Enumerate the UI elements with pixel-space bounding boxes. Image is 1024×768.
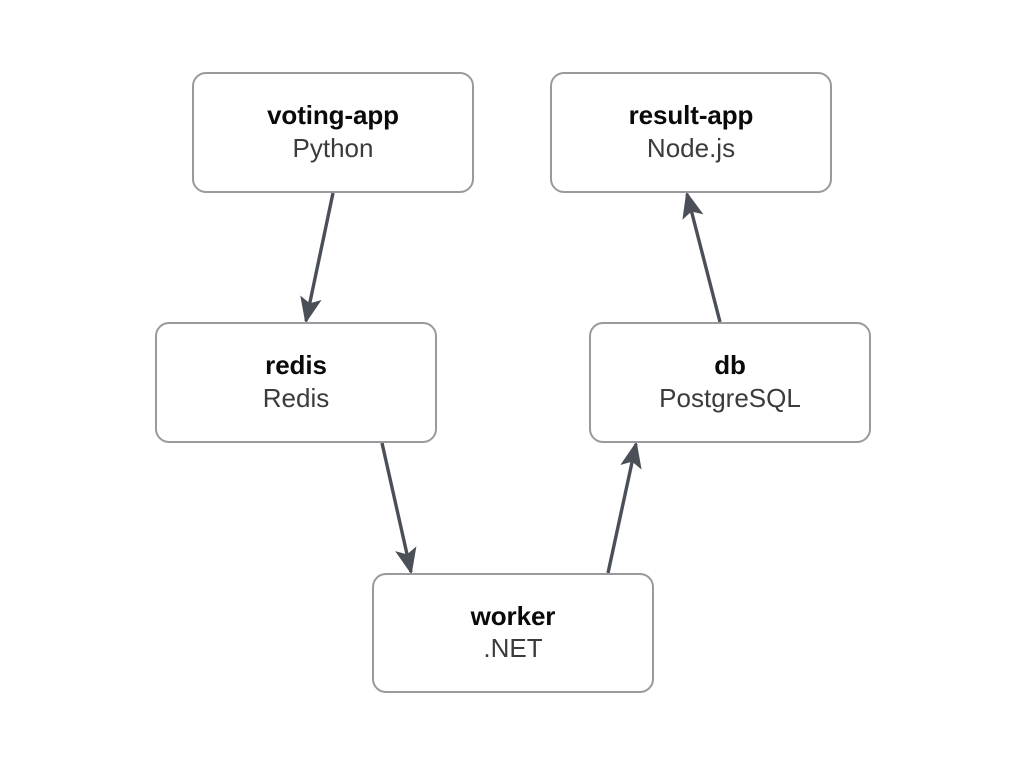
node-voting-app[interactable]: voting-app Python [192,72,474,193]
node-subtitle: .NET [483,633,543,664]
node-redis[interactable]: redis Redis [155,322,437,443]
edge-redis-to-worker [380,442,417,575]
node-title: result-app [628,100,754,131]
node-subtitle: PostgreSQL [659,382,801,413]
node-title: redis [265,350,327,381]
node-title: voting-app [267,100,399,131]
edge-voting-app-to-redis [300,192,335,324]
node-title: worker [470,600,556,631]
node-result-app[interactable]: result-app Node.js [550,72,832,193]
node-worker[interactable]: worker .NET [372,573,654,693]
node-title: db [714,350,746,381]
node-subtitle: Redis [262,382,330,413]
node-subtitle: Python [292,132,374,163]
node-subtitle: Node.js [646,132,736,163]
node-db[interactable]: db PostgreSQL [589,322,871,443]
edge-db-to-result-app [682,191,722,323]
edge-worker-to-db [606,441,642,574]
